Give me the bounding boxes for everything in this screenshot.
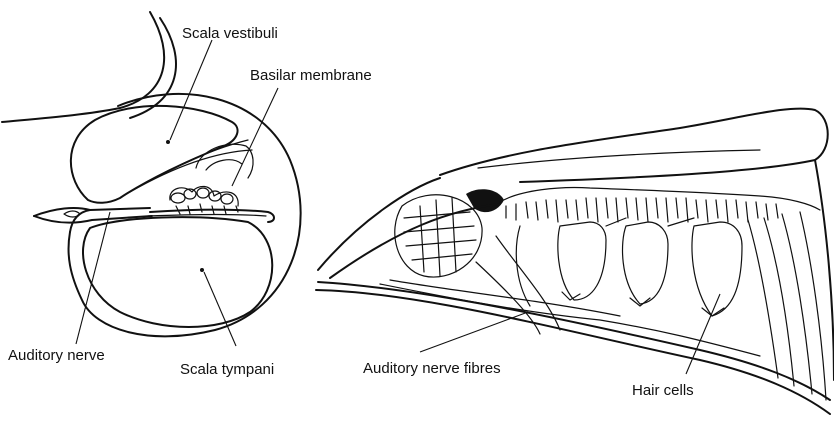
hair-cell-bodies	[516, 218, 742, 316]
cochlea-cross-section	[2, 12, 301, 336]
label-hair-cells: Hair cells	[632, 383, 694, 398]
label-scala-vestibuli: Scala vestibuli	[182, 26, 278, 41]
inner-cells	[395, 195, 482, 277]
stereocilia	[500, 188, 820, 222]
label-auditory-nerve: Auditory nerve	[8, 348, 105, 363]
label-basilar-membrane: Basilar membrane	[250, 68, 372, 83]
label-auditory-nerve-fibres: Auditory nerve fibres	[363, 361, 501, 376]
label-scala-tympani: Scala tympani	[180, 362, 274, 377]
